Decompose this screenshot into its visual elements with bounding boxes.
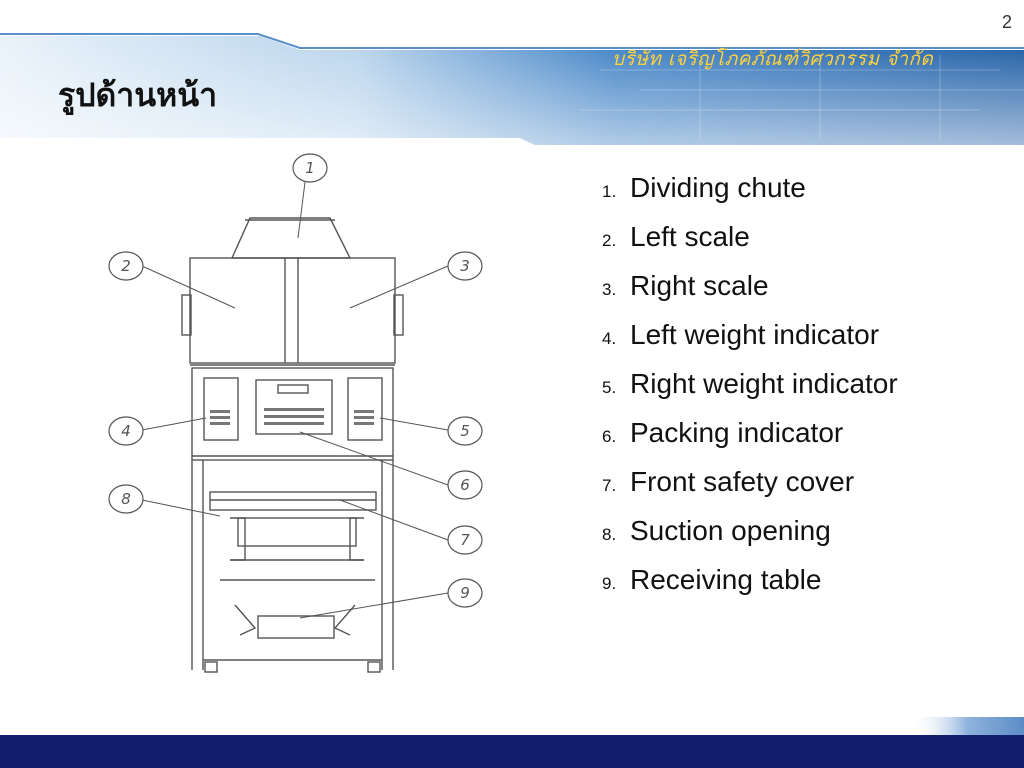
legend-item: 6. Packing indicator — [602, 417, 898, 466]
slide-title: รูปด้านหน้า — [58, 76, 218, 114]
callout-circle-7 — [447, 525, 483, 555]
legend-item: 5. Right weight indicator — [602, 368, 898, 417]
legend-label: Packing indicator — [630, 417, 844, 448]
legend-item: 1. Dividing chute — [602, 172, 898, 221]
legend-label: Suction opening — [630, 515, 831, 546]
legend-number: 1. — [602, 182, 617, 201]
legend-number: 3. — [602, 280, 617, 299]
scale-housing — [189, 257, 396, 364]
callout-circle-9 — [447, 578, 483, 608]
callout-circle-5 — [447, 416, 483, 446]
legend-number: 5. — [602, 378, 617, 397]
callout-circle-2 — [108, 251, 144, 281]
callout-label-4: 4 — [121, 422, 131, 440]
callout-circle-4 — [108, 416, 144, 446]
callout-label-7: 7 — [460, 531, 470, 549]
safety-cover — [209, 491, 377, 511]
company-name: บริษัท เจริญโภคภัณฑ์วิศวกรรม จำกัด — [612, 48, 934, 70]
legend-item: 9. Receiving table — [602, 564, 898, 613]
legend-label: Dividing chute — [630, 172, 806, 203]
callout-label-9: 9 — [460, 584, 470, 602]
callout-circle-1 — [292, 153, 328, 183]
header-band — [0, 0, 1024, 150]
machine-drawing-svg: 1 2 3 4 5 6 7 8 9 — [108, 153, 483, 673]
legend-number: 4. — [602, 329, 617, 348]
page-number: 2 — [1001, 12, 1012, 32]
callout-label-2: 2 — [121, 257, 131, 275]
chute-shape — [230, 217, 352, 259]
footer-background — [0, 717, 1024, 768]
legend-number: 2. — [602, 231, 617, 250]
legend-item: 4. Left weight indicator — [602, 319, 898, 368]
legend-item: 3. Right scale — [602, 270, 898, 319]
callout-circle-3 — [447, 251, 483, 281]
callout-circle-8 — [108, 484, 144, 514]
callout-label-3: 3 — [460, 257, 470, 275]
legend-number: 6. — [602, 427, 617, 446]
legend-item: 7. Front safety cover — [602, 466, 898, 515]
callout-label-1: 1 — [305, 159, 315, 177]
receiving-table-shape — [257, 615, 335, 639]
legend-label: Front safety cover — [630, 466, 855, 497]
legend-number: 7. — [602, 476, 617, 495]
legend-item: 8. Suction opening — [602, 515, 898, 564]
header-background — [0, 33, 1024, 145]
legend-label: Left scale — [630, 221, 750, 252]
callout-circle-6 — [447, 470, 483, 500]
legend-label: Right scale — [630, 270, 769, 301]
callout-label-6: 6 — [460, 476, 470, 494]
legend-number: 8. — [602, 525, 617, 544]
machine-front-view-drawing: 1 2 3 4 5 6 7 8 9 — [80, 140, 540, 685]
legend-item: 2. Left scale — [602, 221, 898, 270]
indicator-panel — [191, 367, 394, 461]
callout-label-5: 5 — [460, 422, 470, 440]
parts-legend: 1. Dividing chute 2. Left scale 3. Right sc… — [602, 172, 898, 613]
footer-band — [0, 715, 1024, 768]
legend-label: Left weight indicator — [630, 319, 880, 350]
legend-label: Receiving table — [630, 564, 822, 595]
legend-label: Right weight indicator — [630, 368, 898, 399]
legend-number: 9. — [602, 574, 617, 593]
callout-label-8: 8 — [121, 490, 131, 508]
